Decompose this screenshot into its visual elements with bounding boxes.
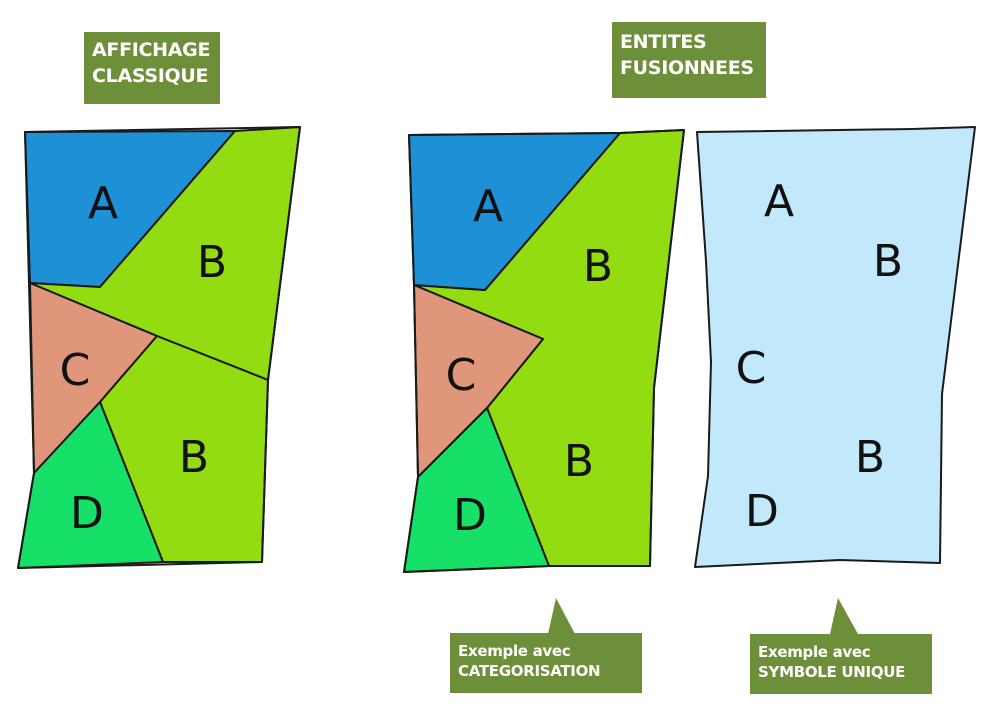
map-categorisation-label-b-lower: B [564, 436, 594, 487]
map-classic-label-b-upper: B [197, 237, 227, 288]
caption-categorisation-pointer [548, 598, 575, 634]
title-merged-features: ENTITES FUSIONNEES [612, 22, 766, 98]
map-categorisation-label-a: A [473, 181, 503, 232]
polygon-single [694, 126, 976, 568]
map-single-label-b-lower: B [855, 432, 885, 483]
map-single-label-c: C [736, 343, 767, 394]
map-single-symbol [694, 126, 976, 568]
map-categorisation-outline [403, 129, 685, 573]
caption-single-symbol: Exemple avec SYMBOLE UNIQUE [750, 634, 932, 694]
caption-single-symbol-line-1: Exemple avec [758, 643, 871, 661]
map-single-label-b-upper: B [873, 236, 903, 287]
title-merged-line-1: ENTITES [620, 31, 707, 53]
map-categorisation [403, 129, 685, 573]
title-merged-line-2: FUSIONNEES [620, 56, 754, 79]
caption-categorisation-line-1: Exemple avec [458, 642, 571, 660]
map-single-label-d: D [745, 486, 779, 537]
map-classic-label-b-lower: B [179, 432, 209, 483]
caption-categorisation: Exemple avec CATEGORISATION [450, 633, 642, 693]
map-classic [17, 126, 301, 569]
map-categorisation-label-d: D [453, 490, 487, 541]
caption-single-symbol-pointer [830, 598, 858, 634]
title-classic-line-2: CLASSIQUE [92, 64, 209, 87]
polygon-b-lower [99, 335, 269, 563]
map-classic-label-c: C [60, 345, 91, 396]
title-classic-line-1: AFFICHAGE [92, 39, 211, 61]
map-classic-label-d: D [70, 488, 104, 539]
caption-single-symbol-line-2: SYMBOLE UNIQUE [758, 663, 906, 682]
map-classic-label-a: A [88, 178, 118, 229]
map-single-label-a: A [764, 176, 794, 227]
title-classic-display: AFFICHAGE CLASSIQUE [84, 32, 220, 104]
map-categorisation-label-b-upper: B [583, 241, 613, 292]
caption-categorisation-line-2: CATEGORISATION [458, 662, 601, 681]
map-categorisation-label-c: C [446, 350, 477, 401]
map-classic-outline [17, 126, 301, 569]
